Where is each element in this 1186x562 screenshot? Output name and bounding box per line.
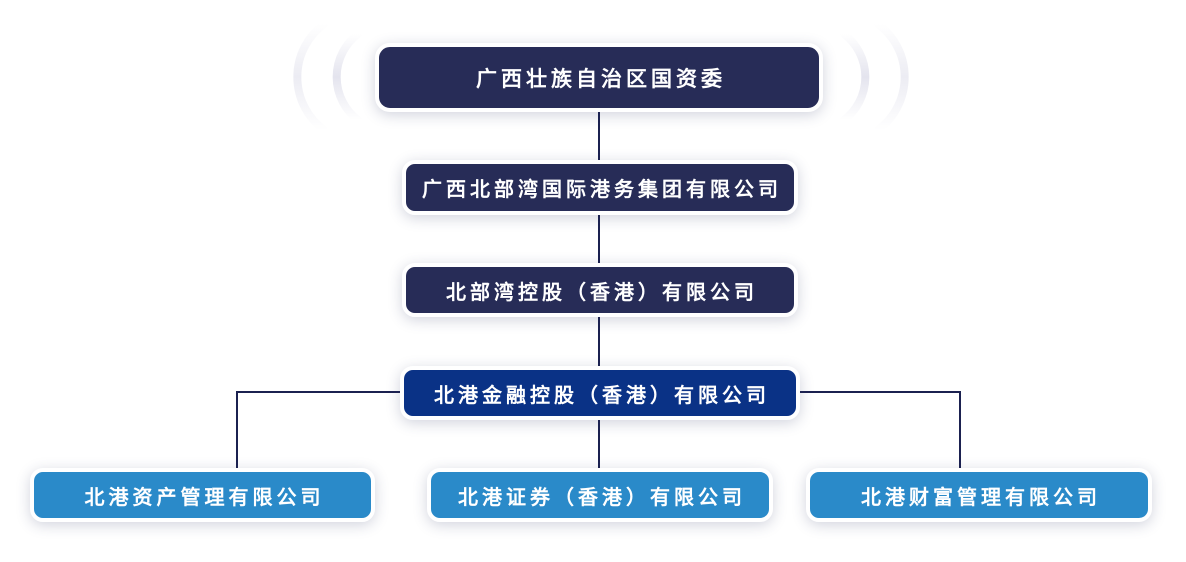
org-node-label: 广西北部湾国际港务集团有限公司 [422, 179, 782, 201]
org-node-label: 北港证券（香港）有限公司 [458, 486, 746, 509]
org-node-beigang-asset-management: 北港资产管理有限公司 [30, 468, 375, 522]
connector-level3-level4 [598, 316, 600, 368]
ripple-arcs-left-icon [293, 20, 362, 134]
org-node-label: 广西壮族自治区国资委 [476, 67, 726, 91]
org-node-beigang-securities-hk: 北港证券（香港）有限公司 [427, 468, 773, 522]
org-node-beigang-wealth-management: 北港财富管理有限公司 [806, 468, 1152, 522]
connector-level4-left-drop [236, 391, 238, 469]
connector-level4-right-elbow [798, 391, 961, 393]
org-node-label: 北部湾控股（香港）有限公司 [446, 281, 758, 304]
org-node-guangxi-sasac: 广西壮族自治区国资委 [375, 43, 823, 112]
ripple-arcs-right-icon [840, 20, 909, 134]
org-node-beigang-financial-holding-hk: 北港金融控股（香港）有限公司 [400, 366, 800, 420]
connector-level4-left-elbow [236, 391, 402, 393]
org-node-beibu-gulf-holding-hk: 北部湾控股（香港）有限公司 [402, 263, 798, 317]
connector-level4-right-drop [959, 391, 961, 469]
org-node-label: 北港金融控股（香港）有限公司 [434, 384, 770, 407]
connector-level1-level2 [598, 112, 600, 162]
org-node-label: 北港资产管理有限公司 [84, 486, 325, 509]
connector-level4-middle-child [598, 419, 600, 469]
org-node-beibu-gulf-port-group: 广西北部湾国际港务集团有限公司 [402, 160, 798, 215]
org-node-label: 北港财富管理有限公司 [861, 486, 1101, 509]
connector-level2-level3 [598, 214, 600, 265]
